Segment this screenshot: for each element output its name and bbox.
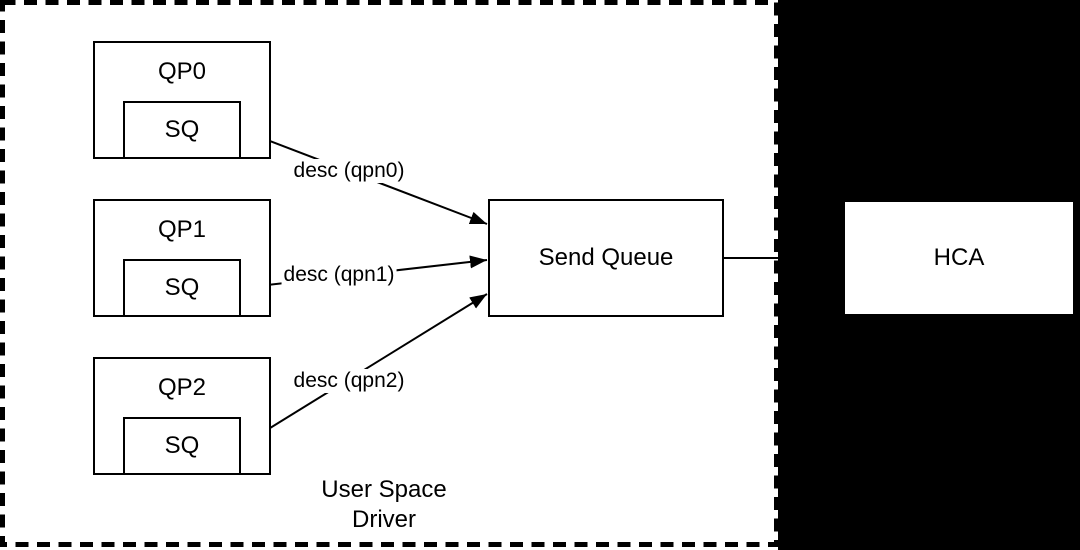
send-queue-label: Send Queue [538,244,674,271]
desc-label-qpn2: desc (qpn2) [291,369,407,393]
qp0-label: QP0 [157,58,207,85]
desc-label-qpn0: desc (qpn0) [291,159,407,183]
qp2-sq-box: SQ [123,417,241,475]
desc-label-qpn1: desc (qpn1) [281,263,397,287]
qp2-label: QP2 [157,374,207,401]
qp0-sq-label: SQ [164,116,200,143]
qp1-box: QP1 SQ [93,199,271,317]
qp2-sq-label: SQ [164,432,200,459]
qp1-label: QP1 [157,216,207,243]
qp1-sq-box: SQ [123,259,241,317]
user-space-driver-caption-line2: Driver [351,506,416,533]
user-space-driver-caption-line1: User Space [321,476,447,503]
hca-box: HCA [843,200,1075,316]
qp1-sq-label: SQ [164,274,200,301]
user-space-driver-caption: User Space Driver [321,475,446,535]
qp0-sq-box: SQ [123,101,241,159]
qp0-box: QP0 SQ [93,41,271,159]
hca-label: HCA [933,244,985,271]
qp2-box: QP2 SQ [93,357,271,475]
send-queue-box: Send Queue [488,199,724,317]
user-space-dashed-border [0,0,779,547]
